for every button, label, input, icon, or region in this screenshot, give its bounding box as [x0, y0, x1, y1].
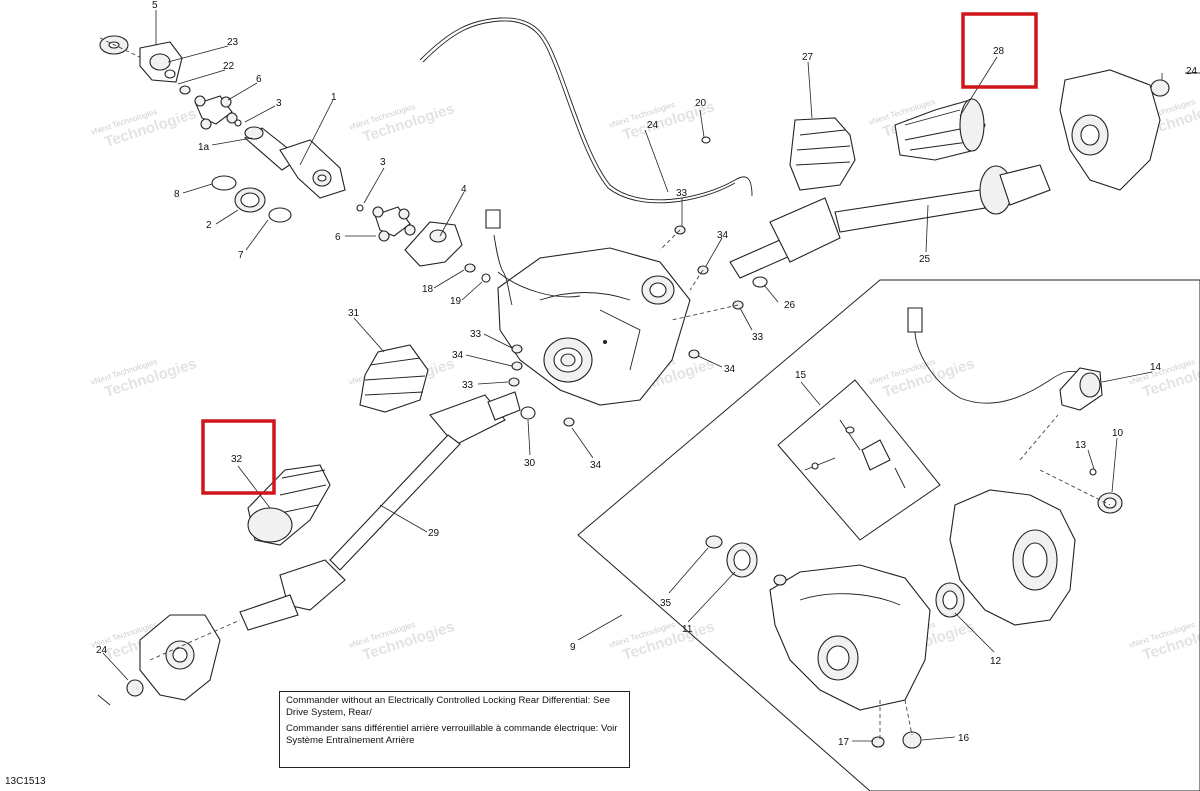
- callout-11: 11: [682, 624, 693, 635]
- highlights: [201, 12, 1038, 495]
- callout-32: 32: [231, 454, 243, 465]
- callout-16: 16: [958, 733, 970, 744]
- callout-4: 4: [461, 184, 467, 195]
- callout-33: 33: [676, 188, 688, 199]
- callout-9: 9: [570, 642, 576, 653]
- callout-33c: 33: [470, 329, 482, 340]
- callout-14: 14: [1150, 362, 1162, 373]
- housing-cover-10-13: [949, 468, 1123, 626]
- callout-30: 30: [524, 458, 536, 469]
- boot-28: [894, 98, 986, 161]
- differential-lower: [769, 564, 931, 749]
- axle-25: [729, 164, 1051, 288]
- part-5-yoke: [99, 35, 191, 95]
- boot-32: [247, 464, 331, 546]
- highlight-box-28: [961, 12, 1038, 89]
- callout-34b: 34: [452, 350, 464, 361]
- seal-11-35: [705, 535, 758, 578]
- callout-24b: 24: [1186, 66, 1198, 77]
- callout-18: 18: [422, 284, 434, 295]
- detail-15-shift-fork: [777, 379, 941, 541]
- document-code: 13C1513: [5, 776, 46, 787]
- note-english: Commander without an Electrically Contro…: [286, 695, 611, 718]
- boot-27: [789, 117, 856, 191]
- callout-34d: 34: [590, 460, 602, 471]
- callout-23: 23: [227, 37, 239, 48]
- callout-5: 5: [152, 0, 158, 11]
- callout-17: 17: [838, 737, 850, 748]
- part-6-ujoint-top: [194, 95, 242, 130]
- callout-labels: 5 23 22 6 3 1 1a 8 2 7 3 6 4 18 19 24 20…: [96, 0, 1198, 748]
- callout-1a: 1a: [198, 142, 210, 153]
- callout-33b: 33: [752, 332, 764, 343]
- callout-3: 3: [276, 98, 282, 109]
- callout-20: 20: [695, 98, 707, 109]
- callout-26: 26: [784, 300, 796, 311]
- callout-6b: 6: [335, 232, 341, 243]
- detail-frame: [577, 279, 1200, 791]
- callout-6: 6: [256, 74, 262, 85]
- callout-27: 27: [802, 52, 814, 63]
- part-1-driveshaft: [244, 126, 346, 199]
- wire-24: [419, 17, 753, 204]
- callout-22: 22: [223, 61, 235, 72]
- callout-29: 29: [428, 528, 440, 539]
- callout-7: 7: [238, 250, 244, 261]
- hub-right: [1059, 69, 1200, 191]
- note-box: Commander without an Electrically Contro…: [279, 691, 630, 768]
- hub-left: [97, 614, 241, 706]
- callout-3b: 3: [380, 157, 386, 168]
- callout-12: 12: [990, 656, 1002, 667]
- part-8-2-7-bearing: [211, 175, 292, 223]
- callout-15: 15: [795, 370, 807, 381]
- callout-33d: 33: [462, 380, 474, 391]
- callout-2: 2: [206, 220, 212, 231]
- part-6-ujoint-lower: [356, 204, 416, 242]
- axle-29: [239, 391, 536, 631]
- callout-28: 28: [993, 46, 1005, 57]
- sensor-14: [907, 307, 1103, 411]
- inset-dashes: [879, 414, 1111, 740]
- callout-24: 24: [647, 120, 659, 131]
- gear-12: [935, 582, 965, 618]
- callout-25: 25: [919, 254, 931, 265]
- callout-24c: 24: [96, 645, 108, 656]
- callout-1: 1: [331, 92, 337, 103]
- callout-34c: 34: [724, 364, 736, 375]
- note-french: Commander sans différentiel arrière verr…: [286, 723, 618, 746]
- boot-31: [359, 344, 429, 413]
- differential-upper: [485, 209, 691, 406]
- callout-35: 35: [660, 598, 672, 609]
- callout-13: 13: [1075, 440, 1087, 451]
- highlight-box-32: [201, 419, 276, 495]
- callout-8: 8: [174, 189, 180, 200]
- callout-19: 19: [450, 296, 462, 307]
- callout-10: 10: [1112, 428, 1124, 439]
- part-4-yoke: [404, 221, 491, 283]
- callout-34: 34: [717, 230, 729, 241]
- leader-lines: [102, 10, 1163, 742]
- callout-31: 31: [348, 308, 360, 319]
